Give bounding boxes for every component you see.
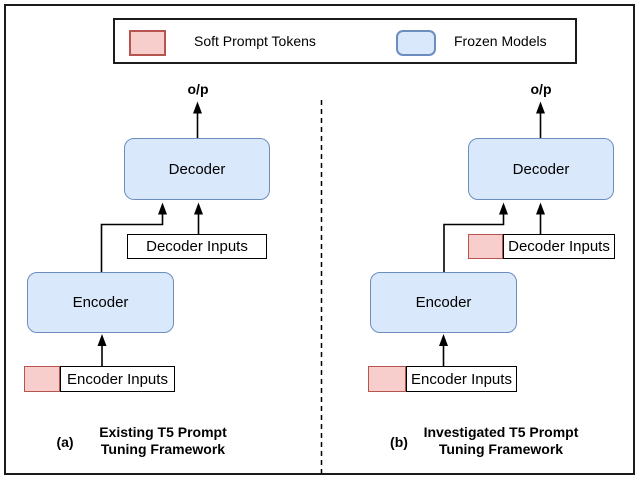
caption-b: Investigated T5 Prompt Tuning Framework <box>421 424 581 458</box>
decoder-box-a: Decoder <box>124 138 270 200</box>
caption-tag-a: (a) <box>56 434 74 450</box>
output-label-b: o/p <box>530 81 552 97</box>
encoder-label-b: Encoder <box>415 294 472 311</box>
caption-tag-b: (b) <box>390 434 408 450</box>
figure-frame <box>4 4 635 475</box>
caption-a-line1: Existing T5 Prompt <box>99 424 227 440</box>
output-label-a: o/p <box>187 81 209 97</box>
soft-prompt-box-encoder-a <box>24 366 60 392</box>
encoder-inputs-box-a: Encoder Inputs <box>60 366 175 392</box>
caption-a: Existing T5 Prompt Tuning Framework <box>88 424 238 458</box>
decoder-inputs-label-b: Decoder Inputs <box>508 238 610 255</box>
caption-a-line2: Tuning Framework <box>100 441 226 457</box>
decoder-box-b: Decoder <box>468 138 614 200</box>
legend: Soft Prompt Tokens Frozen Models <box>113 18 577 64</box>
encoder-label-a: Encoder <box>72 294 129 311</box>
frozen-models-swatch <box>396 30 436 56</box>
encoder-inputs-label-a: Encoder Inputs <box>67 370 168 388</box>
decoder-inputs-box-b: Decoder Inputs <box>503 234 615 259</box>
legend-label-soft-prompt: Soft Prompt Tokens <box>194 33 316 49</box>
caption-b-line1: Investigated T5 Prompt <box>423 424 579 440</box>
encoder-box-b: Encoder <box>370 272 517 333</box>
soft-prompt-box-encoder-b <box>368 366 406 392</box>
legend-label-frozen-models: Frozen Models <box>454 33 547 49</box>
decoder-label-b: Decoder <box>512 160 570 178</box>
decoder-label-a: Decoder <box>168 160 226 178</box>
encoder-box-a: Encoder <box>27 272 174 333</box>
decoder-inputs-box-a: Decoder Inputs <box>127 234 267 259</box>
decoder-inputs-label-a: Decoder Inputs <box>146 238 248 255</box>
soft-prompt-box-decoder-b <box>468 234 503 259</box>
encoder-inputs-box-b: Encoder Inputs <box>406 366 517 392</box>
caption-b-line2: Tuning Framework <box>438 441 564 457</box>
encoder-inputs-label-b: Encoder Inputs <box>411 370 512 388</box>
soft-prompt-swatch <box>129 30 166 56</box>
